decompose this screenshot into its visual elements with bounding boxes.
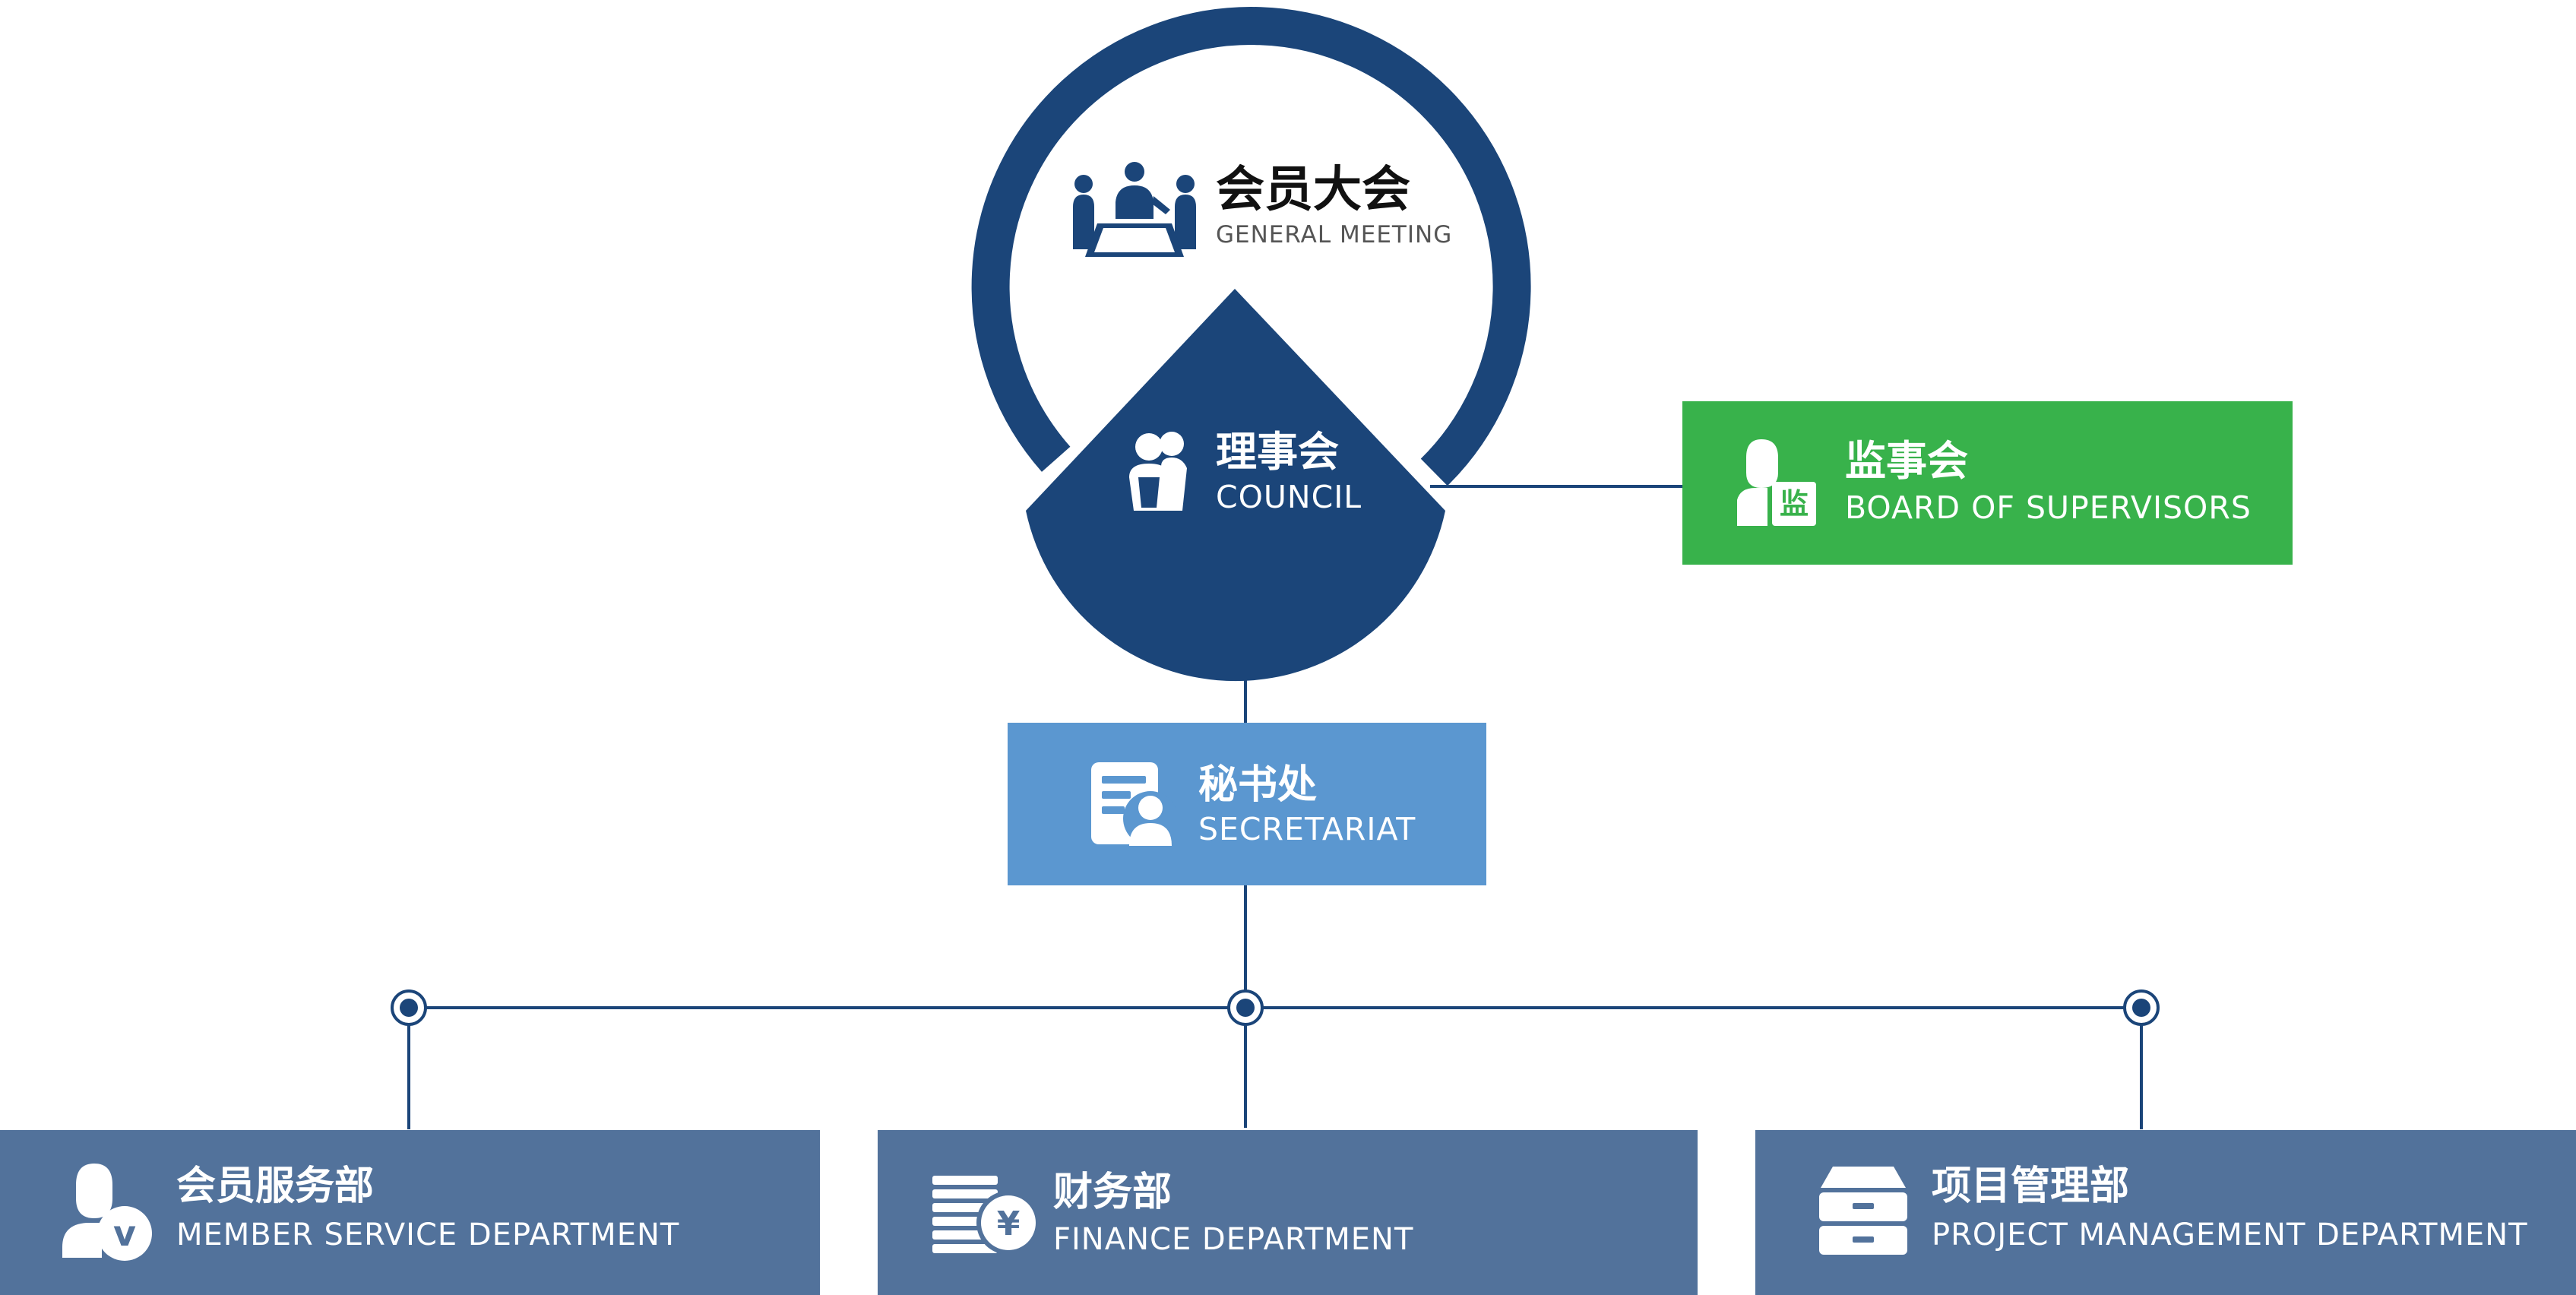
finance-dept-box[interactable]: ¥ 财务部 FINANCE DEPARTMENT bbox=[878, 1130, 1698, 1295]
project-dept-box[interactable]: 项目管理部 PROJECT MANAGEMENT DEPARTMENT bbox=[1755, 1130, 2576, 1295]
supervisors-title: 监事会 bbox=[1845, 437, 1968, 485]
secretariat-title: 秘书处 bbox=[1198, 762, 1318, 808]
general-meeting-node: 会员大会 GENERAL MEETING bbox=[1064, 152, 1451, 258]
coins-yen-icon: ¥ bbox=[932, 1176, 1039, 1255]
supervisors-subtitle: BOARD OF SUPERVISORS bbox=[1845, 489, 2252, 526]
meeting-icon bbox=[1073, 162, 1196, 257]
project-title: 项目管理部 bbox=[1932, 1164, 2130, 1209]
document-user-icon bbox=[1091, 762, 1176, 846]
general-meeting-ring bbox=[971, 7, 1531, 486]
member-service-subtitle: MEMBER SERVICE DEPARTMENT bbox=[176, 1217, 680, 1252]
finance-subtitle: FINANCE DEPARTMENT bbox=[1053, 1222, 1414, 1257]
secretariat-box[interactable]: 秘书处 SECRETARIAT bbox=[1008, 723, 1486, 885]
member-badge: v bbox=[113, 1213, 136, 1254]
secretariat-subtitle: SECRETARIAT bbox=[1198, 811, 1416, 847]
member-service-title: 会员服务部 bbox=[176, 1164, 375, 1209]
junction-node-center bbox=[1227, 989, 1264, 1026]
finance-title: 财务部 bbox=[1053, 1170, 1172, 1215]
council-shape bbox=[1026, 289, 1445, 682]
project-subtitle: PROJECT MANAGEMENT DEPARTMENT bbox=[1932, 1217, 2528, 1252]
supervisor-icon: 监 bbox=[1737, 439, 1816, 526]
cabinet-icon bbox=[1819, 1167, 1907, 1255]
people-icon bbox=[1129, 432, 1187, 511]
member-v-icon: v bbox=[62, 1164, 152, 1261]
finance-badge: ¥ bbox=[997, 1205, 1021, 1243]
junction-node-right bbox=[2123, 989, 2160, 1026]
council-subtitle: COUNCIL bbox=[1216, 479, 1362, 515]
council-node[interactable]: 理事会 COUNCIL bbox=[1117, 426, 1391, 524]
junction-node-left bbox=[391, 989, 427, 1026]
general-meeting-title: 会员大会 bbox=[1216, 162, 1410, 218]
supervisors-box[interactable]: 监 监事会 BOARD OF SUPERVISORS bbox=[1682, 401, 2293, 565]
general-meeting-subtitle: GENERAL MEETING bbox=[1216, 221, 1453, 249]
supervisor-badge: 监 bbox=[1780, 487, 1809, 521]
member-service-dept-box[interactable]: v 会员服务部 MEMBER SERVICE DEPARTMENT bbox=[0, 1130, 820, 1295]
council-title: 理事会 bbox=[1216, 428, 1339, 476]
